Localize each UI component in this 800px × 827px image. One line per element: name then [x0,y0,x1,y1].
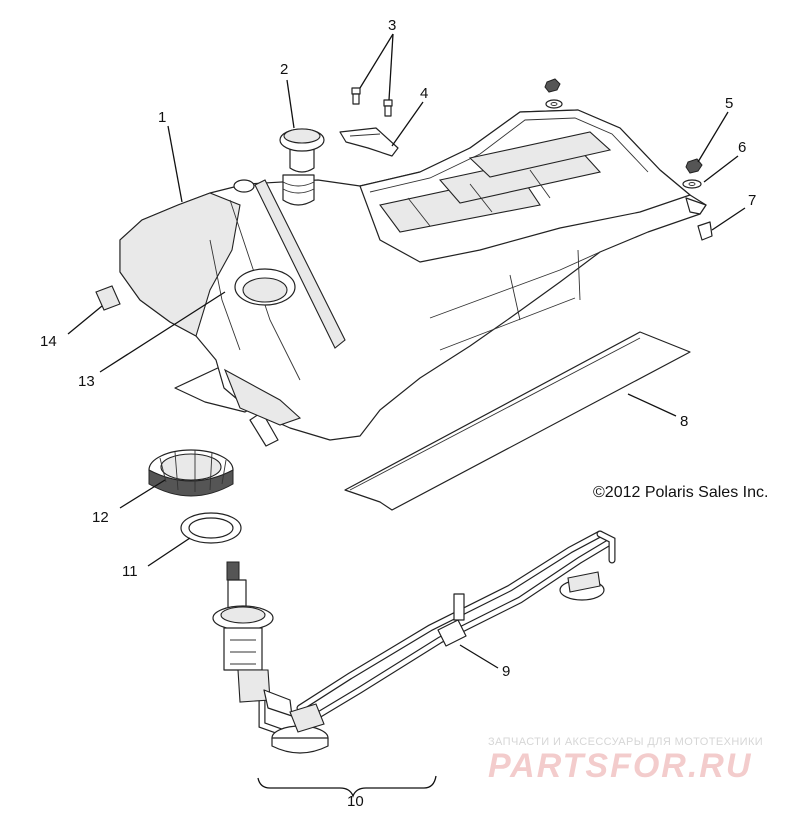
watermark-tagline: ЗАПЧАСТИ И АКСЕССУАРЫ ДЛЯ МОТОТЕХНИКИ [488,736,763,748]
nut-top [544,78,561,93]
callout-13: 13 [78,373,95,390]
callout-12: 12 [92,509,109,526]
leader-lines [67,33,746,798]
callout-3: 3 [388,17,396,34]
fuel-pump-lock-ring [148,449,234,497]
bolt-right [383,99,393,117]
watermark-brand: PARTSFOR.RU [488,747,752,785]
callout-8: 8 [680,413,688,430]
retainer-bracket [339,127,399,157]
callout-11: 11 [122,563,138,580]
callout-10: 10 [347,793,364,810]
callout-7: 7 [748,192,756,209]
copyright-notice: ©2012 Polaris Sales Inc. [593,484,768,501]
warning-decal [95,285,121,311]
nut [685,158,703,174]
callout-labels: 1 2 3 4 5 6 7 8 9 10 11 12 13 14 [40,17,756,810]
fuel-pump-module [212,561,329,754]
callout-9: 9 [502,663,510,680]
washer [682,179,702,189]
mounting-bolt [697,221,713,241]
watermark: ЗАПЧАСТИ И АКСЕССУАРЫ ДЛЯ МОТОТЕХНИКИ PA… [488,736,763,785]
fuel-cap [279,128,325,206]
callout-14: 14 [40,333,57,350]
callout-5: 5 [725,95,733,112]
bolt-left [351,87,361,105]
heat-shield-pad [344,331,691,511]
callout-1: 1 [158,109,166,126]
fuel-pump-seal [180,512,242,544]
callout-6: 6 [738,139,746,156]
callout-2: 2 [280,61,288,78]
callout-4: 4 [420,85,428,102]
fuel-line-assembly [258,530,616,739]
fuel-tank [119,109,707,441]
washer-top [545,99,563,109]
